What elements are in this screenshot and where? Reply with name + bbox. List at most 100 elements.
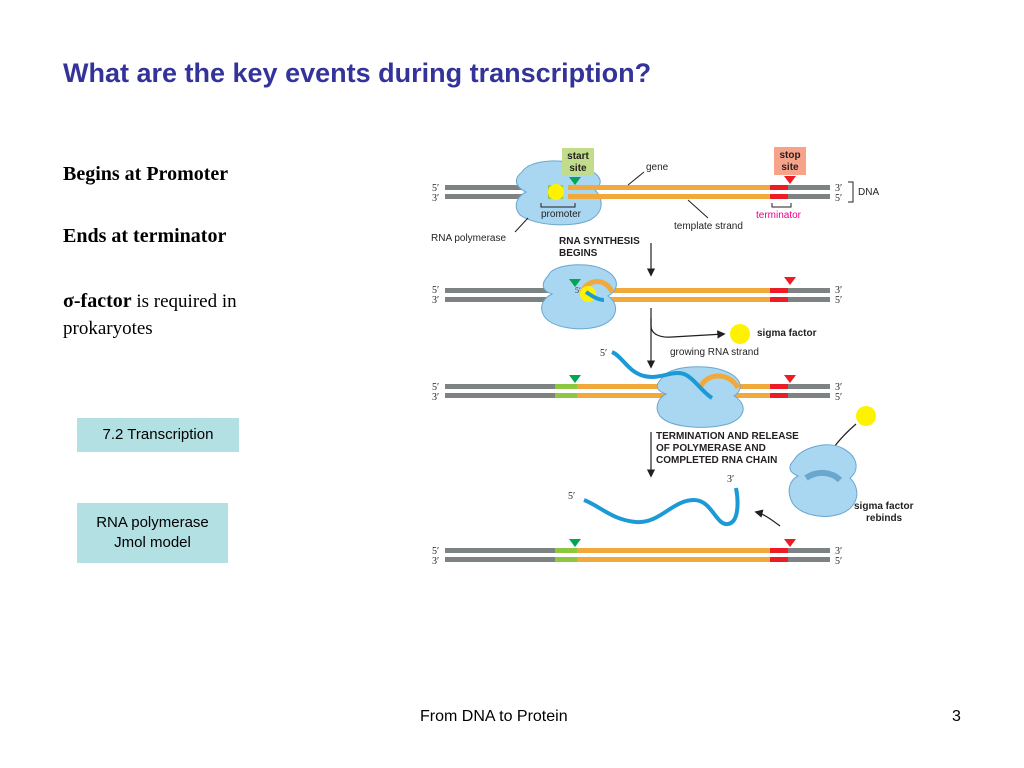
stop-site-label-2: site xyxy=(781,162,799,173)
rna-5-prime-label: 5′ xyxy=(600,348,607,359)
termination-label: TERMINATION AND RELEASE xyxy=(656,431,799,442)
start-site-marker xyxy=(569,539,581,547)
dna-row-elongation xyxy=(445,350,830,428)
sigma-release-arrow xyxy=(650,318,726,339)
terminator-region-bottom xyxy=(770,194,788,199)
dna-row-rna-synthesis xyxy=(445,264,830,330)
transcription-link-button[interactable]: 7.2 Transcription xyxy=(77,418,239,452)
start-site-marker xyxy=(569,375,581,383)
promoter-label: promoter xyxy=(541,209,582,220)
sigma-factor-bound xyxy=(548,184,564,200)
sigma-factor-description: is required in prokaryotes xyxy=(63,291,237,339)
rna-polymerase-shape xyxy=(656,366,744,428)
dna-3-prime-label: 3′ xyxy=(432,556,439,567)
promoter-region-top xyxy=(555,384,577,389)
gene-label: gene xyxy=(646,162,669,173)
dna-3-prime-label: 3′ xyxy=(835,382,842,393)
sigma-factor-rebinding xyxy=(856,406,876,426)
start-site-box xyxy=(562,148,594,176)
dna-5-prime-label: 5′ xyxy=(432,382,439,393)
dna-3-prime-label: 3′ xyxy=(432,295,439,306)
start-site-label: start xyxy=(567,151,589,162)
sigma-factor-label: sigma factor xyxy=(757,328,817,339)
stop-site-marker xyxy=(784,539,796,547)
gene-region-bottom xyxy=(577,297,770,302)
terminator-region-bottom xyxy=(770,393,788,398)
terminator-region-top xyxy=(770,384,788,389)
completed-rna-chain xyxy=(583,487,740,526)
template-bubble xyxy=(697,373,741,390)
gene-region-top-over xyxy=(568,185,770,190)
rna-3-prime-label: 3′ xyxy=(727,474,734,485)
dna-3-prime-label: 3′ xyxy=(432,193,439,204)
stop-site-label: stop xyxy=(779,150,800,161)
rna-polymerase-label: RNA polymerase xyxy=(431,233,506,244)
transcription-link-label: 7.2 Transcription xyxy=(102,426,214,443)
rna-synthesis-begins-label-2: BEGINS xyxy=(559,248,598,259)
dna-5-prime-label: 5′ xyxy=(835,392,842,403)
slide-title: What are the key events during transcrip… xyxy=(63,58,652,88)
start-site-marker xyxy=(569,177,581,185)
footer-title: From DNA to Protein xyxy=(420,708,568,725)
point-begins-at-promoter: Begins at Promoter xyxy=(63,163,229,185)
promoter-region-bottom xyxy=(555,393,577,398)
stop-site-marker xyxy=(784,176,796,184)
termination-label-3: COMPLETED RNA CHAIN xyxy=(656,455,777,466)
dna-3-prime-label: 3′ xyxy=(835,183,842,194)
dna-3-prime-label: 3′ xyxy=(835,285,842,296)
dna-bracket xyxy=(848,181,854,203)
stop-site-box xyxy=(774,147,806,175)
rna-primer xyxy=(584,290,605,302)
promoter-bracket xyxy=(540,203,576,208)
jmol-model-link-label: Jmol model xyxy=(114,534,191,551)
growing-rna-strand-label: growing RNA strand xyxy=(670,347,759,358)
template-strand-pointer xyxy=(687,199,709,219)
dna-row-after-termination xyxy=(445,539,830,562)
dna-5-prime-label: 5′ xyxy=(835,193,842,204)
dna-3-prime-label: 3′ xyxy=(835,546,842,557)
rna-polymerase-shape xyxy=(541,264,617,330)
template-strand-label: template strand xyxy=(674,221,743,232)
gene-region-bottom xyxy=(577,557,770,562)
stop-site-marker xyxy=(784,375,796,383)
start-site-marker xyxy=(569,279,581,287)
rna-polymerase-jmol-link-button[interactable]: RNA polymerase Jmol model xyxy=(77,503,228,563)
promoter-region-top xyxy=(555,548,577,553)
dna-5-prime-label: 5′ xyxy=(432,546,439,557)
dna-label: DNA xyxy=(858,187,879,198)
terminator-region-bottom xyxy=(770,557,788,562)
terminator-region-bottom xyxy=(770,297,788,302)
start-site-label-2: site xyxy=(569,163,587,174)
rna-polymerase-link-label: RNA polymerase xyxy=(96,514,209,531)
rna-5-prime-label: 5′ xyxy=(575,286,581,295)
polymerase-groove xyxy=(804,470,843,483)
slide-number: 3 xyxy=(952,708,961,725)
terminator-bracket xyxy=(771,203,792,208)
rna-5-prime-label: 5′ xyxy=(568,491,575,502)
gene-region-bottom-over xyxy=(568,194,770,199)
sigma-factor-released xyxy=(730,324,750,344)
gene-pointer xyxy=(627,171,645,186)
dna-3-prime-label: 3′ xyxy=(432,392,439,403)
terminator-region-top xyxy=(770,288,788,293)
rna-polymerase-pointer xyxy=(514,217,529,233)
dna-row-initiation xyxy=(445,147,854,233)
dna-5-prime-label: 5′ xyxy=(835,556,842,567)
sigma-factor-rebinds-label: sigma factor xyxy=(854,501,914,512)
rna-synthesis-begins-label: RNA SYNTHESIS xyxy=(559,236,640,247)
terminator-label: terminator xyxy=(756,210,802,221)
gene-region-top xyxy=(577,288,770,293)
stop-site-marker xyxy=(784,277,796,285)
terminator-region-top xyxy=(770,185,788,190)
dna-5-prime-label: 5′ xyxy=(432,183,439,194)
sigma-factor-term: σ-factor xyxy=(63,290,132,312)
rna-polymerase-released xyxy=(788,444,858,517)
gene-region-top xyxy=(577,548,770,553)
terminator-region-top xyxy=(770,548,788,553)
polymerase-rebind-arrow xyxy=(754,509,781,527)
point-ends-at-terminator: Ends at terminator xyxy=(63,225,227,247)
sigma-factor-rebinds-label-2: rebinds xyxy=(866,513,903,524)
dna-5-prime-label: 5′ xyxy=(835,295,842,306)
growing-rna xyxy=(611,350,714,400)
